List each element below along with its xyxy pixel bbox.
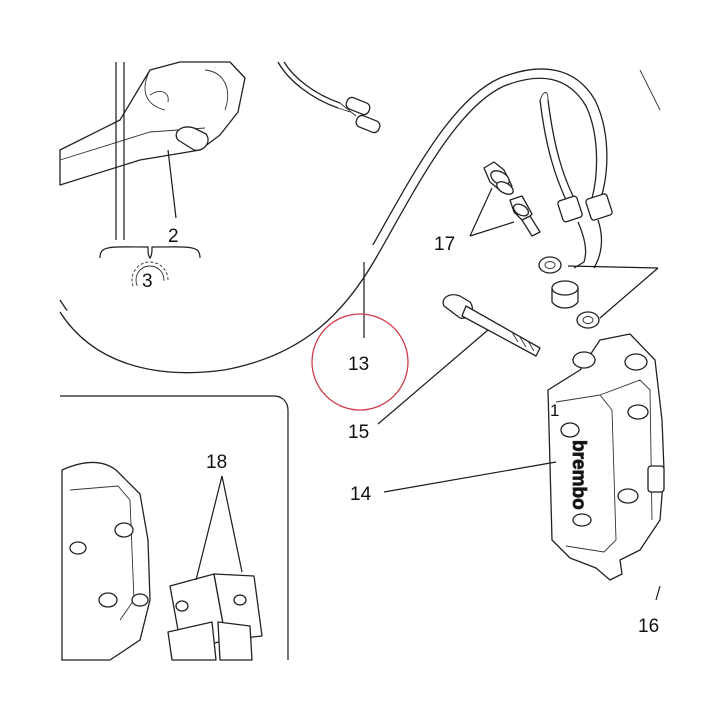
callout-16: 16 xyxy=(638,616,659,637)
brand-logo: brembo xyxy=(568,440,589,510)
bracket-item-3 xyxy=(99,62,201,299)
brake-hose xyxy=(59,68,613,374)
bleed-screws-item-17 xyxy=(469,161,541,237)
callout-14: 14 xyxy=(350,484,372,505)
callout-15: 15 xyxy=(348,422,369,443)
highlight-circle xyxy=(311,313,409,411)
brake-caliper: 1 brembo xyxy=(383,333,665,601)
switch-wire xyxy=(277,61,381,134)
callout-18: 18 xyxy=(206,452,227,473)
callout-2: 2 xyxy=(168,226,179,247)
caliper-bolt-item-15 xyxy=(377,294,541,425)
caliper-number-marking: 1 xyxy=(550,401,559,420)
callout-13: 13 xyxy=(348,354,369,375)
master-cylinder-assembly xyxy=(59,61,246,186)
callout-17: 17 xyxy=(434,234,455,255)
leader-item-2 xyxy=(167,149,177,219)
inset-frame xyxy=(60,395,289,661)
callout-3: 3 xyxy=(142,271,153,292)
washers xyxy=(538,256,659,329)
edge-part xyxy=(639,69,661,111)
